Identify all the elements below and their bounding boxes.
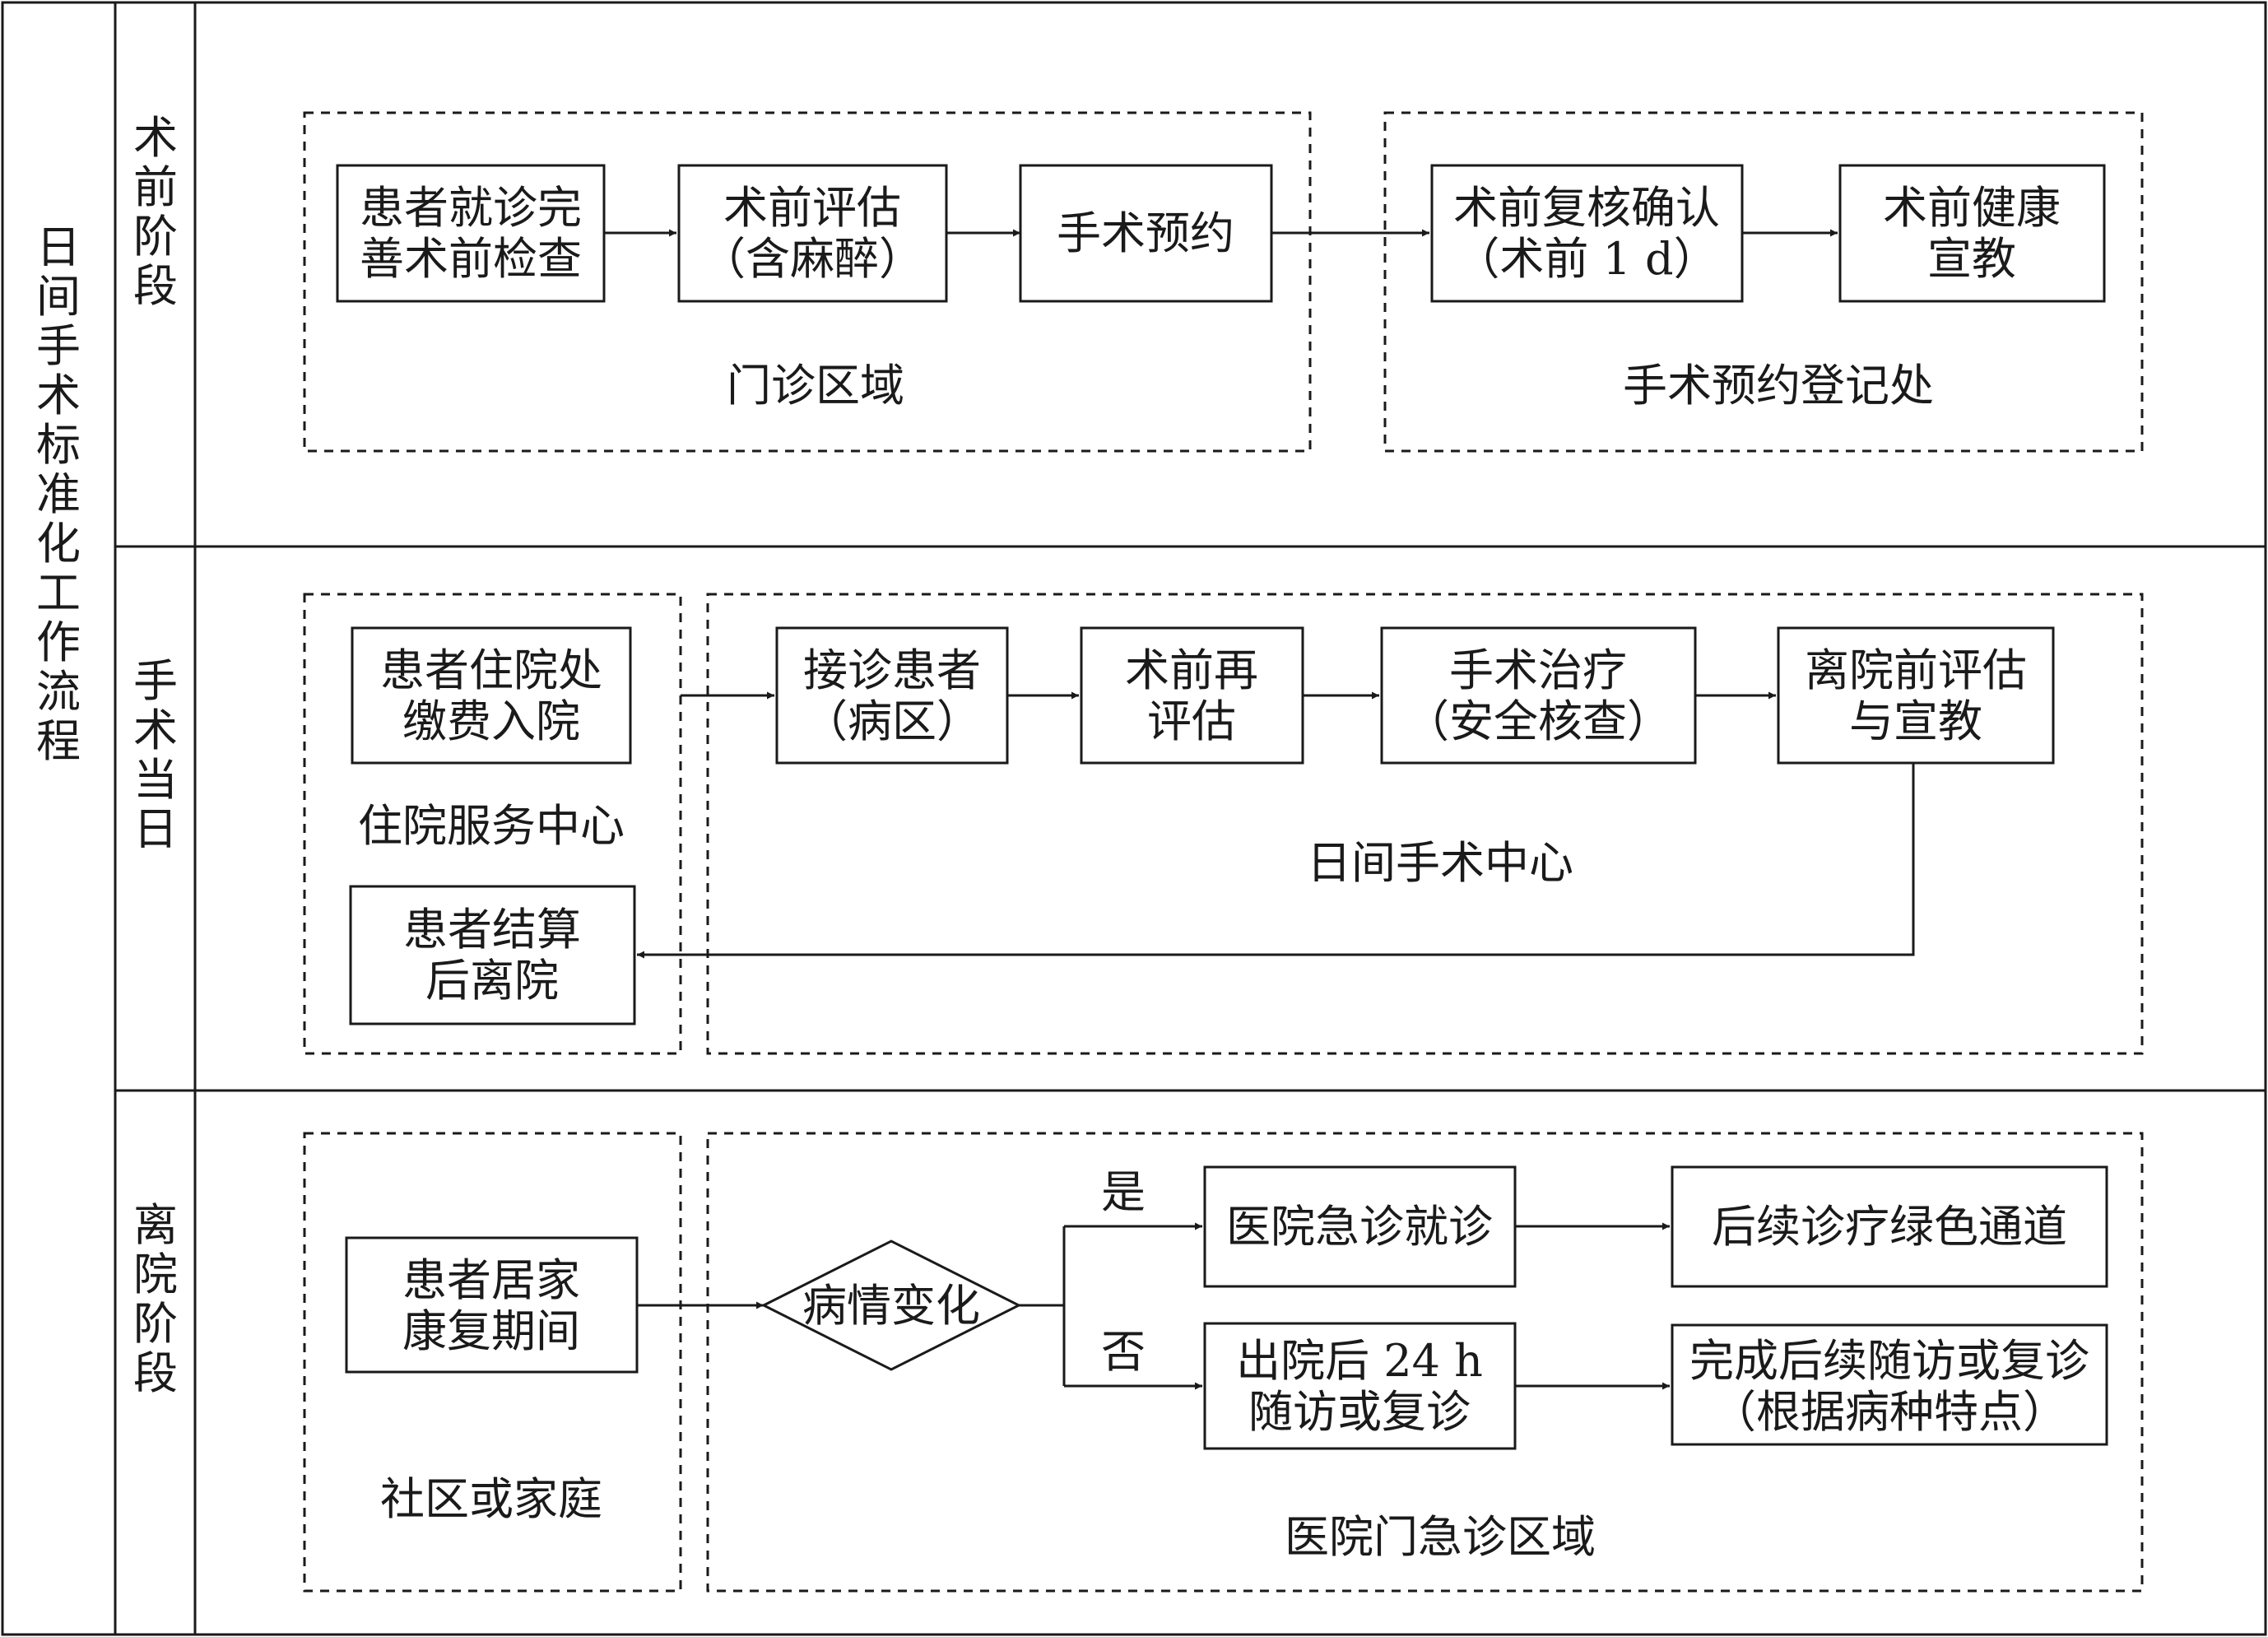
node-label-line: 接诊患者 [803, 644, 981, 696]
node-label-line: 缴费入院 [402, 695, 580, 747]
node-label-line: （病区） [803, 695, 981, 747]
node-emergency: 医院急诊就诊 [1203, 1165, 1517, 1288]
node-reeval: 术前再评估 [1080, 626, 1304, 765]
node-pre-eval: 术前评估（含麻醉） [677, 164, 948, 303]
region-label-appointment-office: 手术预约登记处 [1623, 360, 1934, 412]
node-label-line: 患者居家 [402, 1254, 580, 1306]
node-education: 术前健康宣教 [1838, 164, 2106, 303]
svg-text:手术预约: 手术预约 [1057, 207, 1234, 259]
node-condition: 病情变化 [760, 1239, 1022, 1371]
region-labels: 门诊区域 手术预约登记处 住院服务中心 日间手术中心 社区或家庭 医院门急诊区域 [358, 360, 1934, 1563]
node-label-line: （安全核查） [1405, 695, 1671, 747]
node-label-line: 术前评估 [723, 182, 901, 234]
svg-text:患者就诊完善术前检查: 患者就诊完善术前检查 [360, 182, 582, 285]
branch-label-no: 否 [1101, 1326, 1146, 1378]
node-label-line: 出院后 24 h [1236, 1335, 1483, 1387]
node-label-line: 手术治疗 [1449, 644, 1627, 696]
edge-dischargeeval-settle [637, 763, 1915, 959]
node-label-line: 医院急诊就诊 [1226, 1201, 1493, 1253]
node-label-line: 后续诊疗绿色通道 [1712, 1201, 2067, 1253]
node-settle: 患者结算后离院 [349, 885, 636, 1025]
node-surgery: 手术治疗（安全核查） [1380, 626, 1697, 765]
node-label-line: 评估 [1147, 695, 1236, 747]
svg-text:术前健康宣教: 术前健康宣教 [1883, 182, 2061, 285]
node-home: 患者居家康复期间 [345, 1236, 639, 1374]
region-label-community-home: 社区或家庭 [380, 1473, 602, 1525]
svg-text:医院急诊就诊: 医院急诊就诊 [1226, 1201, 1493, 1253]
svg-text:术前再评估: 术前再评估 [1125, 644, 1258, 747]
node-admission: 患者住院处缴费入院 [351, 626, 632, 765]
svg-text:完成后续随访或复诊（根据病种特点）: 完成后续随访或复诊（根据病种特点） [1689, 1335, 2089, 1438]
stage-labels: 术前阶段 手术当日 离院阶段 [133, 112, 178, 1399]
region-containers [303, 111, 2144, 1593]
region-day-surgery-center [706, 593, 2144, 1055]
node-green-channel: 后续诊疗绿色通道 [1671, 1165, 2108, 1288]
node-label-line: 善术前检查 [360, 233, 582, 285]
node-label-line: 病情变化 [802, 1280, 980, 1332]
stage-label-surgery-day: 手术当日 [133, 655, 178, 855]
svg-text:术前评估（含麻醉）: 术前评估（含麻醉） [701, 182, 923, 285]
node-label-line: 完成后续随访或复诊 [1689, 1335, 2089, 1387]
region-label-hospital-emergency-area: 医院门急诊区域 [1285, 1511, 1596, 1563]
node-label-line: 与宣教 [1849, 695, 1982, 747]
node-followup-later: 完成后续随访或复诊（根据病种特点） [1671, 1323, 2108, 1446]
connectors: 是 否 [604, 229, 1915, 1390]
region-admission-center [303, 593, 682, 1055]
node-label-line: 患者就诊完 [360, 182, 582, 234]
node-label-line: 术前复核确认 [1453, 182, 1720, 234]
region-appointment-office [1383, 111, 2144, 453]
node-label-line: 宣教 [1927, 233, 2016, 285]
region-hospital-emergency-area [706, 1132, 2144, 1593]
stage-label-discharge: 离院阶段 [133, 1199, 178, 1399]
node-booking: 手术预约 [1019, 164, 1273, 303]
node-receive: 接诊患者（病区） [775, 626, 1009, 765]
svg-text:术前复核确认（术前 1 d）: 术前复核确认（术前 1 d） [1453, 182, 1720, 285]
svg-text:病情变化: 病情变化 [802, 1280, 980, 1332]
node-label-line: 离院前评估 [1805, 644, 2027, 696]
region-label-admission-center: 住院服务中心 [358, 800, 625, 852]
svg-text:后续诊疗绿色通道: 后续诊疗绿色通道 [1712, 1201, 2067, 1253]
node-visit: 患者就诊完善术前检查 [336, 164, 606, 303]
node-label-line: 患者结算 [403, 904, 581, 956]
node-label-line: 术前健康 [1883, 182, 2061, 234]
svg-text:患者住院处缴费入院: 患者住院处缴费入院 [380, 644, 602, 747]
process-title: 日间手术标准化工作流程 [36, 221, 81, 767]
node-confirm: 术前复核确认（术前 1 d） [1430, 164, 1744, 303]
region-label-clinic: 门诊区域 [727, 360, 904, 412]
node-discharge-eval: 离院前评估与宣教 [1777, 626, 2055, 765]
node-label-line: 后离院 [425, 955, 559, 1007]
svg-text:患者结算后离院: 患者结算后离院 [403, 904, 581, 1007]
node-label-line: （根据病种特点） [1712, 1386, 2067, 1438]
region-clinic [303, 111, 1312, 453]
node-label-line: 术前再 [1125, 644, 1258, 696]
region-label-day-surgery-center: 日间手术中心 [1307, 837, 1573, 889]
node-label-line: 手术预约 [1057, 207, 1234, 259]
process-nodes: 患者就诊完善术前检查 术前评估（含麻醉） 手术预约 术前复核确认（术前 1 d）… [336, 164, 2108, 1450]
node-label-line: 患者住院处 [380, 644, 602, 696]
region-community-home [303, 1132, 682, 1593]
node-label-line: （术前 1 d） [1455, 233, 1717, 285]
node-label-line: 康复期间 [402, 1305, 580, 1357]
node-label-line: （含麻醉） [701, 233, 923, 285]
process-title-text: 日间手术标准化工作流程 [36, 221, 81, 767]
svg-text:离院前评估与宣教: 离院前评估与宣教 [1805, 644, 2027, 747]
svg-text:患者居家康复期间: 患者居家康复期间 [402, 1254, 580, 1357]
stage-label-preop: 术前阶段 [133, 112, 178, 312]
node-label-line: 随访或复诊 [1248, 1386, 1471, 1438]
svg-text:接诊患者（病区）: 接诊患者（病区） [803, 644, 981, 747]
branch-label-yes: 是 [1101, 1166, 1146, 1218]
svg-text:手术治疗（安全核查）: 手术治疗（安全核查） [1405, 644, 1671, 747]
